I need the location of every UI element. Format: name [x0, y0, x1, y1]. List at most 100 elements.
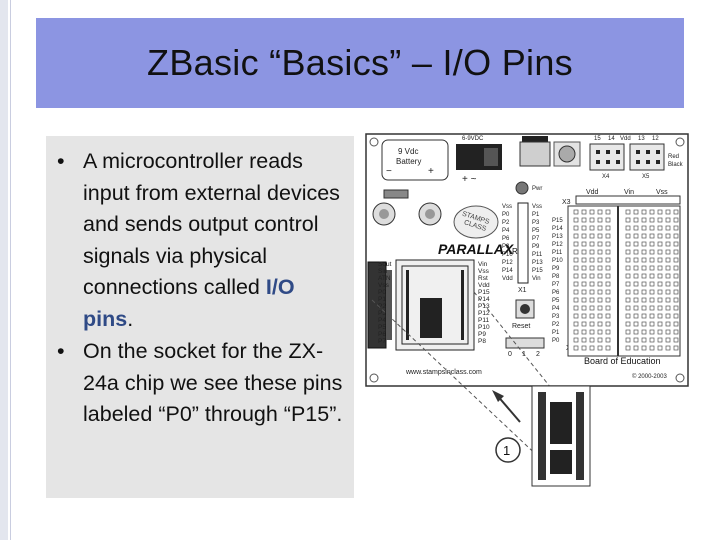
- breadboard-hole: [605, 249, 611, 255]
- breadboard-pin-label: P14: [552, 226, 563, 232]
- breadboard-hole: [597, 321, 603, 327]
- left-pin-labels: Sout Sin ATN Vss P0 P1 P2 P3 P4 P5 P6 P7: [378, 261, 392, 345]
- breadboard-pin-label: P11: [552, 250, 563, 256]
- reset-button-cap: [520, 304, 530, 314]
- breadboard-hole: [589, 345, 595, 351]
- breadboard-hole: [633, 225, 639, 231]
- breadboard-hole: [673, 257, 679, 263]
- capacitor-top: [425, 209, 435, 219]
- breadboard-hole: [641, 257, 647, 263]
- socket-label: Vdd: [502, 276, 513, 282]
- breadboard-hole: [673, 289, 679, 295]
- breadboard-hole: [589, 233, 595, 239]
- breadboard-pin-label: P8: [552, 274, 560, 280]
- socket-header-pins: [517, 202, 529, 284]
- breadboard-hole: [589, 313, 595, 319]
- battery-plus: +: [428, 166, 434, 177]
- breadboard-hole: [581, 297, 587, 303]
- power-header-strip: [575, 195, 681, 205]
- breadboard-pin-label: P12: [552, 242, 563, 248]
- breadboard-hole: [673, 217, 679, 223]
- breadboard-hole: [633, 209, 639, 215]
- breadboard-hole: [597, 337, 603, 343]
- breadboard-hole: [641, 313, 647, 319]
- title-banner: ZBasic “Basics” – I/O Pins: [36, 18, 684, 108]
- breadboard-hole: [657, 345, 663, 351]
- zoomed-chip: [550, 402, 572, 444]
- breadboard-hole: [673, 313, 679, 319]
- switch-position-0: 0: [508, 351, 512, 358]
- breadboard-hole: [657, 217, 663, 223]
- servo-vdd: Vdd: [620, 136, 631, 142]
- website-label: www.stampsinclass.com: [405, 369, 482, 376]
- breadboard-hole: [649, 281, 655, 287]
- breadboard-hole: [641, 337, 647, 343]
- breadboard-hole: [589, 321, 595, 327]
- breadboard-hole: [641, 209, 647, 215]
- breadboard-hole: [581, 321, 587, 327]
- breadboard-hole: [581, 305, 587, 311]
- breadboard-hole: [605, 225, 611, 231]
- breadboard-hole: [657, 297, 663, 303]
- left-pin-label: P5: [378, 324, 386, 331]
- left-pin-label: P1: [378, 296, 386, 303]
- breadboard-hole: [641, 225, 647, 231]
- serial-port-body: [386, 270, 392, 340]
- breadboard-hole: [665, 249, 671, 255]
- breadboard-hole: [649, 297, 655, 303]
- breadboard-hole: [625, 209, 631, 215]
- breadboard-hole: [641, 297, 647, 303]
- breadboard-hole: [673, 337, 679, 343]
- breadboard-hole: [625, 305, 631, 311]
- breadboard-hole: [589, 281, 595, 287]
- breadboard-hole: [633, 337, 639, 343]
- breadboard-hole: [641, 289, 647, 295]
- right-pin-label: P15: [478, 289, 490, 296]
- breadboard-hole: [605, 217, 611, 223]
- breadboard-hole: [597, 329, 603, 335]
- breadboard-hole: [625, 273, 631, 279]
- breadboard-hole: [657, 337, 663, 343]
- vin-header-label: Vin: [624, 189, 634, 196]
- breadboard-hole: [633, 281, 639, 287]
- breadboard-hole: [581, 273, 587, 279]
- breadboard-hole: [573, 313, 579, 319]
- breadboard-hole: [573, 225, 579, 231]
- battery-holder: [381, 139, 449, 181]
- breadboard-hole: [665, 321, 671, 327]
- breadboard-hole: [633, 321, 639, 327]
- breadboard-pin-label: P13: [552, 234, 563, 240]
- breadboard-hole: [625, 289, 631, 295]
- servo-header-x4: [589, 143, 625, 171]
- socket-label: Vss: [532, 204, 542, 210]
- breadboard-hole: [589, 217, 595, 223]
- breadboard-hole: [597, 257, 603, 263]
- socket-label: P13: [532, 260, 543, 266]
- breadboard-hole: [633, 249, 639, 255]
- breadboard-hole: [573, 241, 579, 247]
- socket-label: P15: [532, 268, 543, 274]
- breadboard-hole: [665, 313, 671, 319]
- breadboard-hole: [597, 249, 603, 255]
- breadboard-hole: [649, 337, 655, 343]
- left-pin-label: Sin: [378, 268, 388, 275]
- breadboard-hole: [649, 225, 655, 231]
- breadboard-hole: [641, 265, 647, 271]
- stamps-in-class-logo: [453, 205, 499, 239]
- battery-voltage-label: 9 Vdc: [398, 147, 418, 156]
- right-pin-label: P10: [478, 324, 490, 331]
- socket-label: P12: [502, 260, 513, 266]
- breadboard-hole: [605, 329, 611, 335]
- mounting-hole: [675, 137, 685, 147]
- breadboard-hole: [605, 233, 611, 239]
- breadboard-hole: [573, 233, 579, 239]
- breadboard-hole: [633, 257, 639, 263]
- breadboard-hole: [581, 281, 587, 287]
- socket-label: P10: [502, 252, 513, 258]
- breadboard-hole: [673, 281, 679, 287]
- breadboard-hole: [633, 289, 639, 295]
- breadboard-hole: [625, 241, 631, 247]
- chip-socket-inner: [401, 265, 469, 345]
- breadboard-hole: [605, 209, 611, 215]
- breadboard-hole: [625, 321, 631, 327]
